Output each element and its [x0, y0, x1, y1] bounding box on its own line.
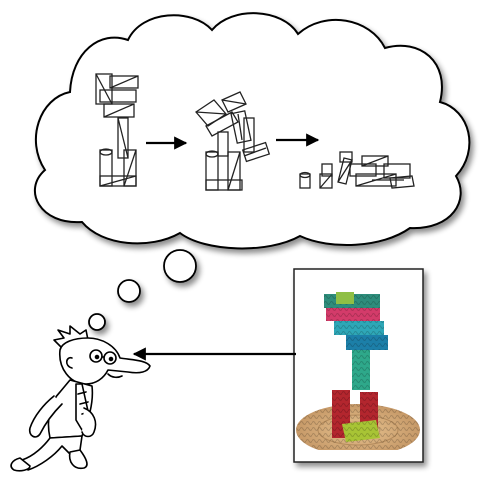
wireframe-block-tower [95, 73, 139, 187]
thought-bubbles [88, 249, 197, 331]
thought-bubble [163, 249, 197, 283]
block-tower-photo [293, 268, 424, 463]
block [336, 292, 354, 304]
thought-bubble [117, 279, 141, 303]
cartoon-man-thinking [10, 325, 151, 472]
wireframe-blocks-fallen [299, 151, 415, 189]
thought-cloud [33, 12, 471, 250]
thought-bubble [88, 313, 106, 331]
wireframe-tower-toppling [195, 91, 271, 191]
